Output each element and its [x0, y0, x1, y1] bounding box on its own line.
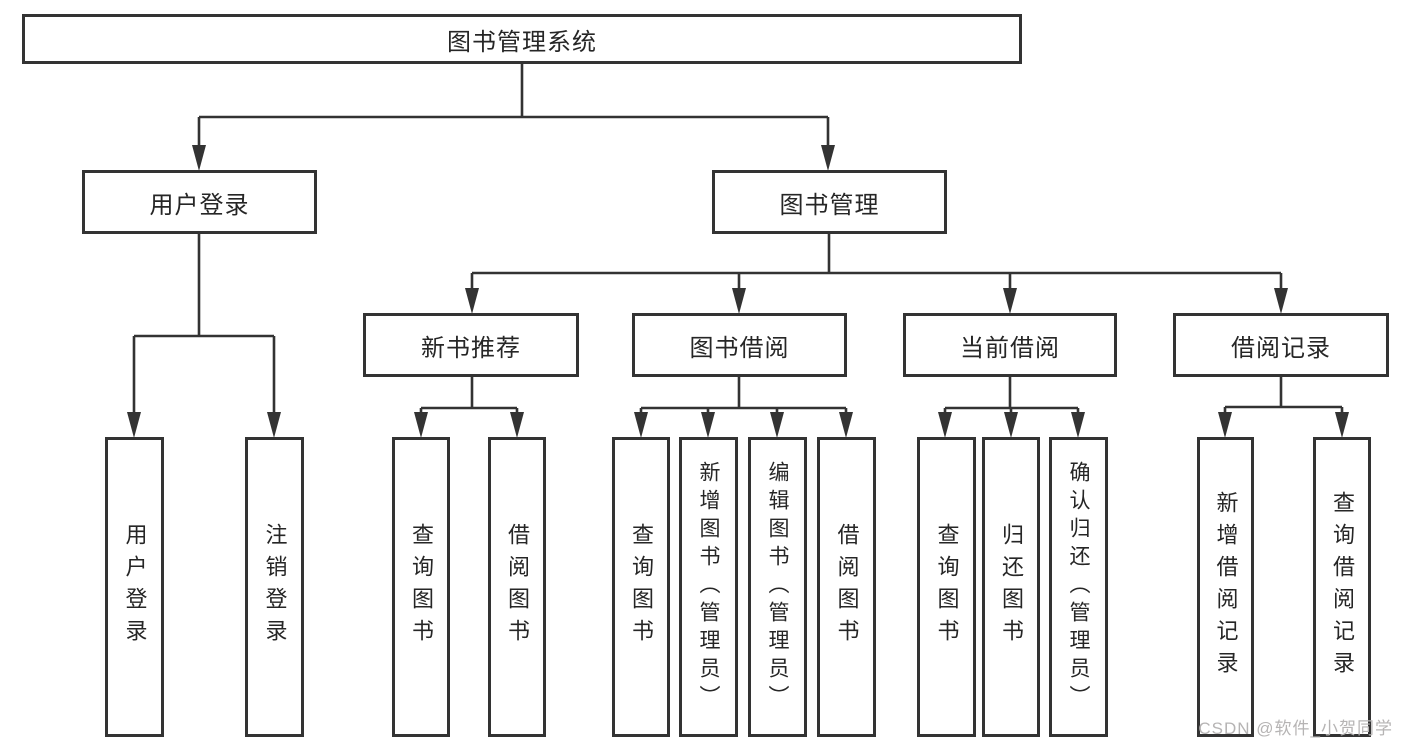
node-new-book-recommend-label: 新书推荐 — [421, 334, 521, 362]
node-current-borrowing-label: 当前借阅 — [960, 334, 1060, 362]
node-leaf-add-borrow-record: 新增借阅记录 — [1197, 437, 1254, 737]
node-leaf-user-login: 用户登录 — [105, 437, 164, 737]
node-book-management: 图书管理 — [712, 170, 947, 234]
node-leaf-query-books-recommend-label: 查询图书 — [409, 523, 434, 651]
node-library-system-label: 图书管理系统 — [447, 28, 597, 56]
node-leaf-add-books-admin-label: 新增图书（管理员） — [697, 461, 720, 713]
node-leaf-return-books: 归还图书 — [982, 437, 1040, 737]
node-leaf-edit-books-admin-label: 编辑图书（管理员） — [766, 461, 789, 713]
node-library-system: 图书管理系统 — [22, 14, 1022, 64]
node-leaf-confirm-return-admin: 确认归还（管理员） — [1049, 437, 1108, 737]
node-leaf-query-books-current: 查询图书 — [917, 437, 976, 737]
node-new-book-recommend: 新书推荐 — [363, 313, 579, 377]
node-current-borrowing: 当前借阅 — [903, 313, 1117, 377]
node-leaf-add-borrow-record-label: 新增借阅记录 — [1213, 491, 1239, 683]
node-leaf-borrow-books-label: 借阅图书 — [834, 523, 860, 651]
csdn-watermark: CSDN @软件_小贺同学 — [1198, 719, 1393, 738]
node-book-borrowing: 图书借阅 — [632, 313, 847, 377]
node-leaf-query-borrow-record: 查询借阅记录 — [1313, 437, 1371, 737]
node-user-login-label: 用户登录 — [149, 191, 250, 219]
node-user-login: 用户登录 — [82, 170, 317, 234]
node-leaf-query-books-borrowing-label: 查询图书 — [629, 523, 654, 651]
node-leaf-logout-label: 注销登录 — [262, 523, 288, 651]
node-book-management-label: 图书管理 — [779, 191, 880, 219]
node-borrowing-records: 借阅记录 — [1173, 313, 1389, 377]
node-leaf-query-books-borrowing: 查询图书 — [612, 437, 670, 737]
node-leaf-user-login-label: 用户登录 — [122, 523, 148, 651]
node-leaf-borrow-books: 借阅图书 — [817, 437, 876, 737]
node-leaf-add-books-admin: 新增图书（管理员） — [679, 437, 738, 737]
node-leaf-logout: 注销登录 — [245, 437, 304, 737]
node-leaf-query-books-recommend: 查询图书 — [392, 437, 450, 737]
node-book-borrowing-label: 图书借阅 — [689, 334, 790, 362]
node-leaf-return-books-label: 归还图书 — [999, 523, 1024, 651]
arrowheads — [127, 145, 1349, 438]
node-leaf-borrow-books-recommend: 借阅图书 — [488, 437, 546, 737]
node-leaf-confirm-return-admin-label: 确认归还（管理员） — [1067, 461, 1090, 713]
node-leaf-borrow-books-recommend-label: 借阅图书 — [505, 523, 530, 651]
node-leaf-query-borrow-record-label: 查询借阅记录 — [1330, 491, 1355, 683]
node-leaf-edit-books-admin: 编辑图书（管理员） — [748, 437, 807, 737]
node-borrowing-records-label: 借阅记录 — [1231, 334, 1331, 362]
node-leaf-query-books-current-label: 查询图书 — [934, 523, 960, 651]
